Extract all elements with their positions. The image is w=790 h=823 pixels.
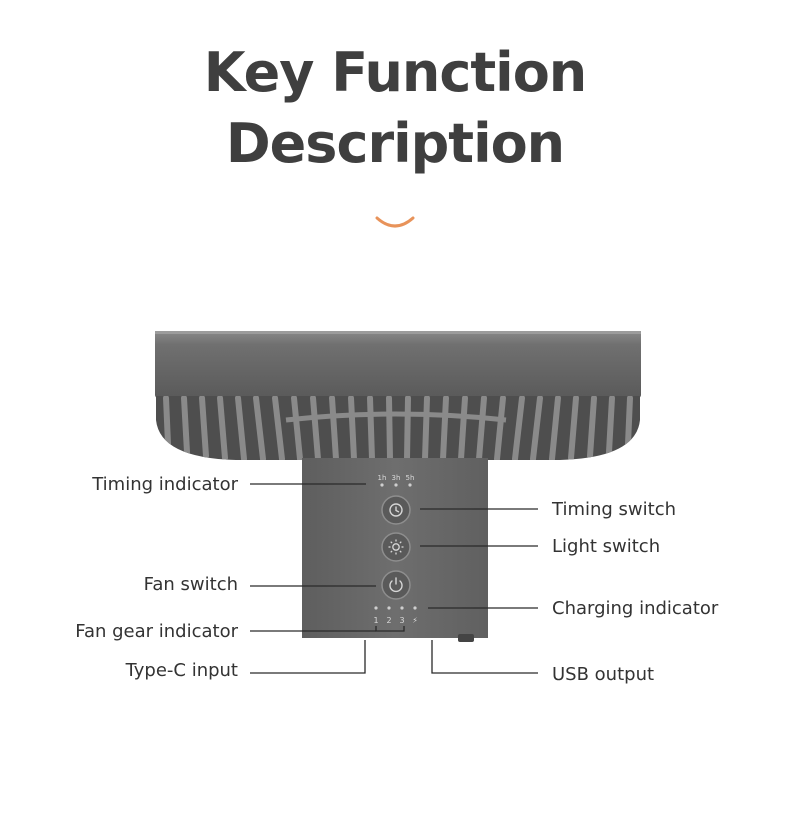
power-button[interactable]: [381, 570, 411, 600]
gear-mark-2: 2: [386, 616, 391, 625]
fan-head: [155, 331, 641, 460]
timing-dot-5h: [408, 483, 412, 487]
type-c-input-label: Type-C input: [125, 660, 238, 681]
fan-grille: [163, 396, 633, 460]
leader-type-c-input: [250, 640, 366, 674]
fan-gear-indicator-label: Fan gear indicator: [75, 621, 238, 642]
power-icon: [389, 577, 403, 593]
gear-dot-3: [400, 606, 404, 610]
usb-output-label: USB output: [552, 664, 655, 685]
charge-symbol-icon: ⚡: [412, 616, 418, 625]
leader-lines: [250, 483, 538, 674]
gear-dot-2: [387, 606, 391, 610]
light-button[interactable]: [381, 532, 411, 562]
sun-icon: [388, 539, 404, 555]
leader-usb-output: [431, 640, 538, 674]
charge-dot: [413, 606, 417, 610]
timer-mark-1h: 1h: [378, 474, 387, 482]
gear-mark-1: 1: [373, 616, 378, 625]
timer-mark-5h: 5h: [406, 474, 415, 482]
page-title-line-1: Key Function: [203, 41, 587, 104]
timing-switch-label: Timing switch: [552, 499, 676, 520]
accent-arc: [375, 216, 415, 228]
timing-indicator-label: Timing indicator: [92, 474, 238, 495]
page-title-line-2: Description: [225, 112, 565, 175]
gear-mark-3: 3: [399, 616, 404, 625]
timing-dot-3h: [394, 483, 398, 487]
gear-dot-1: [374, 606, 378, 610]
charging-indicator-label: Charging indicator: [552, 598, 719, 619]
gear-bracket: [375, 626, 405, 632]
timing-dot-1h: [380, 483, 384, 487]
timer-mark-3h: 3h: [392, 474, 401, 482]
fan-switch-label: Fan switch: [143, 574, 238, 595]
fan-body: [302, 458, 488, 642]
clock-icon: [389, 503, 403, 517]
light-switch-label: Light switch: [552, 536, 661, 557]
